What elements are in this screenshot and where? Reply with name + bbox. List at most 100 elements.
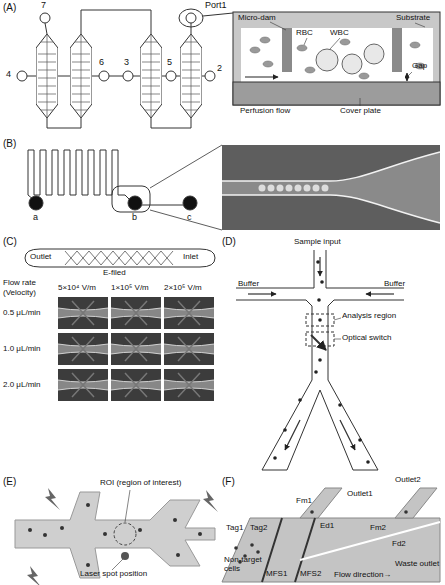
region-label: Optical switch	[342, 334, 391, 343]
particles	[273, 260, 370, 464]
row-header: 2.0 μL/min	[3, 381, 41, 390]
wbc	[316, 49, 338, 71]
region-label: Laser spot position	[80, 570, 147, 579]
part-label: Tag1	[226, 524, 243, 533]
sorting-channel	[236, 250, 404, 470]
part-label: WBC	[330, 29, 349, 38]
port-network	[17, 9, 233, 128]
row-header: 1.0 μL/min	[3, 345, 41, 354]
panel-letter: (F)	[222, 476, 235, 487]
micrograph-cell	[164, 297, 214, 329]
panel-letter: (C)	[3, 236, 17, 247]
micrograph	[222, 145, 440, 230]
part-label: Fm1	[296, 497, 312, 506]
roi-circle	[114, 523, 136, 545]
outlet-branch	[395, 488, 437, 518]
rbc	[263, 61, 273, 67]
micrograph-cell	[111, 369, 161, 401]
cell	[295, 185, 302, 192]
port-circle	[205, 71, 215, 81]
flow-arrow	[248, 293, 276, 294]
cover-plate	[233, 82, 440, 105]
particle	[338, 403, 342, 407]
axis-title: Flow rate	[3, 279, 36, 288]
wbc	[342, 54, 362, 74]
particle	[314, 370, 318, 374]
cell	[310, 510, 314, 514]
inlet-dot	[29, 196, 43, 210]
cell	[268, 185, 275, 192]
part-label: Micro-dam	[238, 14, 276, 23]
zoom-ellipse	[179, 9, 203, 27]
particle	[60, 526, 64, 530]
outlet-dot	[183, 196, 197, 210]
region-label: ROI (region of interest)	[100, 479, 181, 488]
sieve-block	[36, 34, 58, 118]
channel	[241, 28, 433, 82]
rbc	[340, 39, 350, 45]
laser-spot	[121, 552, 129, 560]
port-name: Outlet	[30, 253, 51, 262]
cell	[259, 185, 266, 192]
particle	[366, 460, 370, 464]
column-header: 5×10⁴ V/m	[58, 284, 96, 293]
part-label: RBC	[296, 29, 313, 38]
rbc	[359, 73, 369, 79]
sieve-block	[180, 34, 202, 118]
part-label: Fd2	[392, 540, 406, 549]
port-circle	[123, 71, 133, 81]
chip-outline	[25, 249, 215, 267]
particle	[298, 398, 302, 402]
panel-letter: (D)	[222, 236, 236, 247]
flow-label: Flow direction→	[334, 571, 391, 580]
micrograph-cell	[164, 333, 214, 365]
flow-arrow	[319, 257, 320, 276]
port-name: Outlet2	[395, 476, 421, 485]
particle	[198, 532, 202, 536]
part-label: Gap	[412, 62, 427, 71]
particle	[358, 438, 362, 442]
port-circle	[166, 71, 176, 81]
cell	[404, 510, 408, 514]
column-header: 1×10⁵ V/m	[111, 284, 149, 293]
flow-label: Buffer	[384, 280, 405, 289]
micrograph-cell	[111, 297, 161, 329]
port-name: Outlet1	[347, 490, 373, 499]
cell	[286, 185, 293, 192]
micro-channel	[222, 152, 440, 223]
micrograph-cell	[58, 333, 108, 365]
axis-title: (Velocity)	[3, 289, 36, 298]
leader-line	[112, 490, 130, 570]
particle	[138, 528, 142, 532]
part-label: Ed1	[320, 522, 334, 531]
dep-chip	[25, 249, 215, 401]
particle	[86, 563, 90, 567]
micro-dam	[392, 28, 402, 72]
port-number: 5	[167, 58, 172, 68]
channel-edge	[222, 152, 440, 223]
cell	[277, 185, 284, 192]
sieve-block	[70, 34, 92, 118]
particle	[317, 298, 321, 302]
port-name: Waste outlet	[395, 560, 439, 569]
particle	[318, 358, 322, 362]
part-label: Perfusion flow	[240, 107, 290, 116]
port-number: 2	[217, 64, 222, 74]
laser-arrow	[311, 335, 326, 350]
flow-arrow	[285, 420, 300, 450]
wbc-cells	[316, 44, 384, 74]
port-name: Port1	[205, 1, 227, 11]
column-header: 2×10⁵ V/m	[164, 284, 202, 293]
channel-line	[28, 195, 183, 205]
port-circle	[99, 71, 109, 81]
flow-arrow	[245, 76, 278, 77]
gap-arrow	[407, 73, 408, 81]
particle	[28, 528, 32, 532]
leader-line	[270, 22, 425, 106]
zoom-line	[203, 13, 233, 16]
channel-line	[27, 76, 205, 77]
magnetic-sorter	[222, 488, 440, 582]
flow-label: Buffer	[238, 280, 259, 289]
